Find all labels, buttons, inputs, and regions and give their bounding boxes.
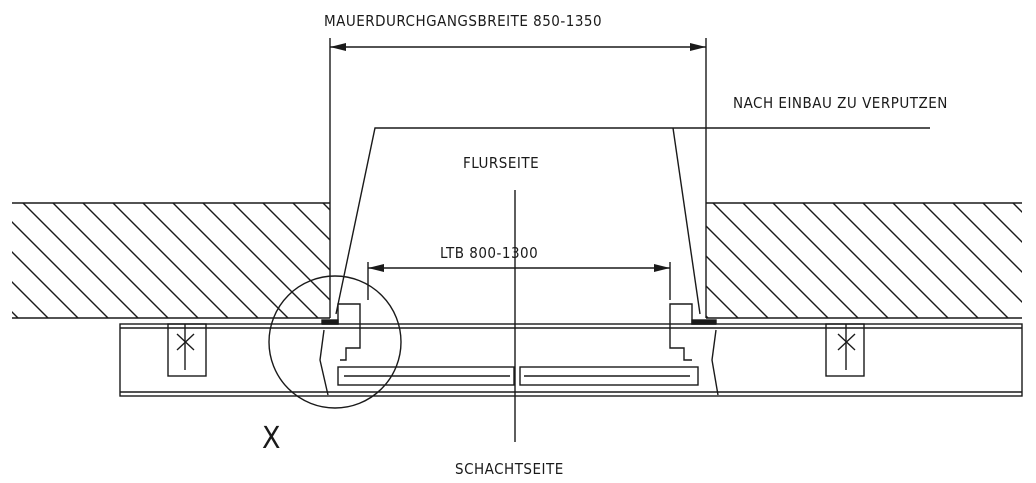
frame-right	[519, 303, 719, 396]
detail-circle	[268, 275, 402, 409]
anchor-right	[825, 323, 865, 377]
opening-extension-lines	[329, 38, 707, 318]
corridor-side-label: FLURSEITE	[463, 154, 539, 172]
wall-opening-dimension	[330, 43, 706, 51]
clear-width-dimension	[367, 262, 671, 300]
shaft-side-label: SCHACHTSEITE	[455, 460, 564, 478]
anchor-left	[167, 323, 207, 377]
wall-left	[12, 202, 330, 319]
clear-width-label: LTB 800-1300	[440, 244, 538, 262]
plaster-outline	[335, 127, 930, 315]
wall-opening-width-label: MAUERDURCHGANGSBREITE 850-1350	[324, 12, 602, 30]
detail-marker-label: X	[262, 421, 281, 456]
frame-left	[319, 303, 515, 396]
plaster-note-label: NACH EINBAU ZU VERPUTZEN	[733, 94, 948, 112]
wall-right	[706, 202, 1022, 319]
